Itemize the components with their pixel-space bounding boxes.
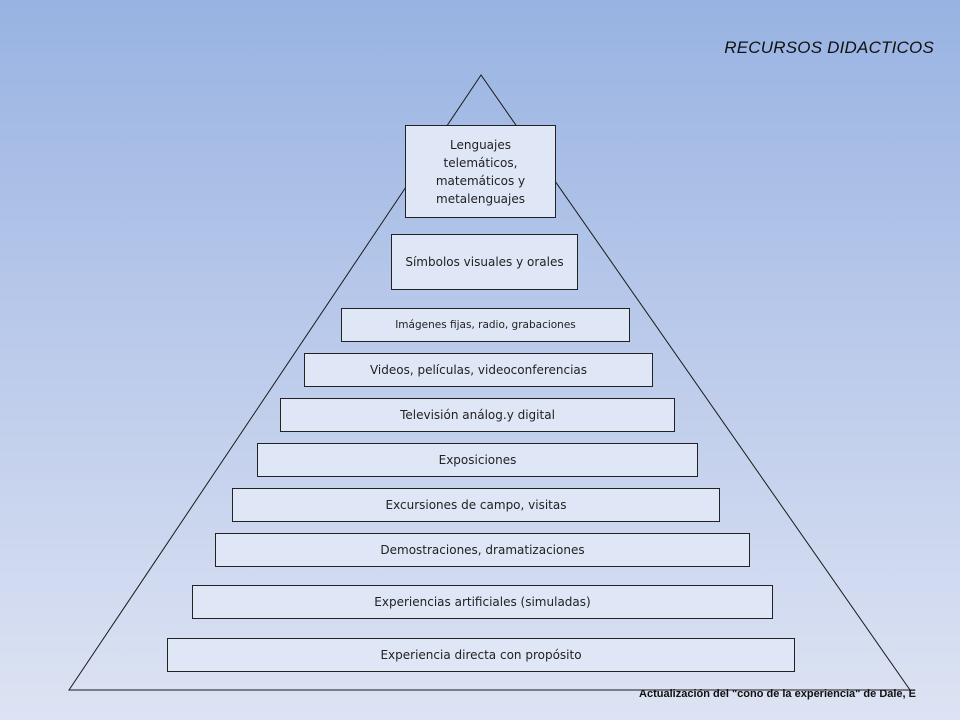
level-visual-oral-symbols: Símbolos visuales y orales bbox=[391, 234, 578, 290]
level-videos-films: Videos, películas, videoconferencias bbox=[304, 353, 653, 387]
level-demonstrations: Demostraciones, dramatizaciones bbox=[215, 533, 750, 567]
level-still-images-radio: Imágenes fijas, radio, grabaciones bbox=[341, 308, 630, 342]
level-telematic-languages: Lenguajes telemáticos, matemáticos y met… bbox=[405, 125, 556, 218]
level-television: Televisión análog.y digital bbox=[280, 398, 675, 432]
level-exhibitions: Exposiciones bbox=[257, 443, 698, 477]
source-caption: Actualización del "cono de la experienci… bbox=[639, 688, 916, 700]
level-simulated-experiences: Experiencias artificiales (simuladas) bbox=[192, 585, 773, 619]
level-field-trips: Excursiones de campo, visitas bbox=[232, 488, 720, 522]
level-direct-experience: Experiencia directa con propósito bbox=[167, 638, 795, 672]
slide-title: RECURSOS DIDACTICOS bbox=[724, 38, 934, 57]
